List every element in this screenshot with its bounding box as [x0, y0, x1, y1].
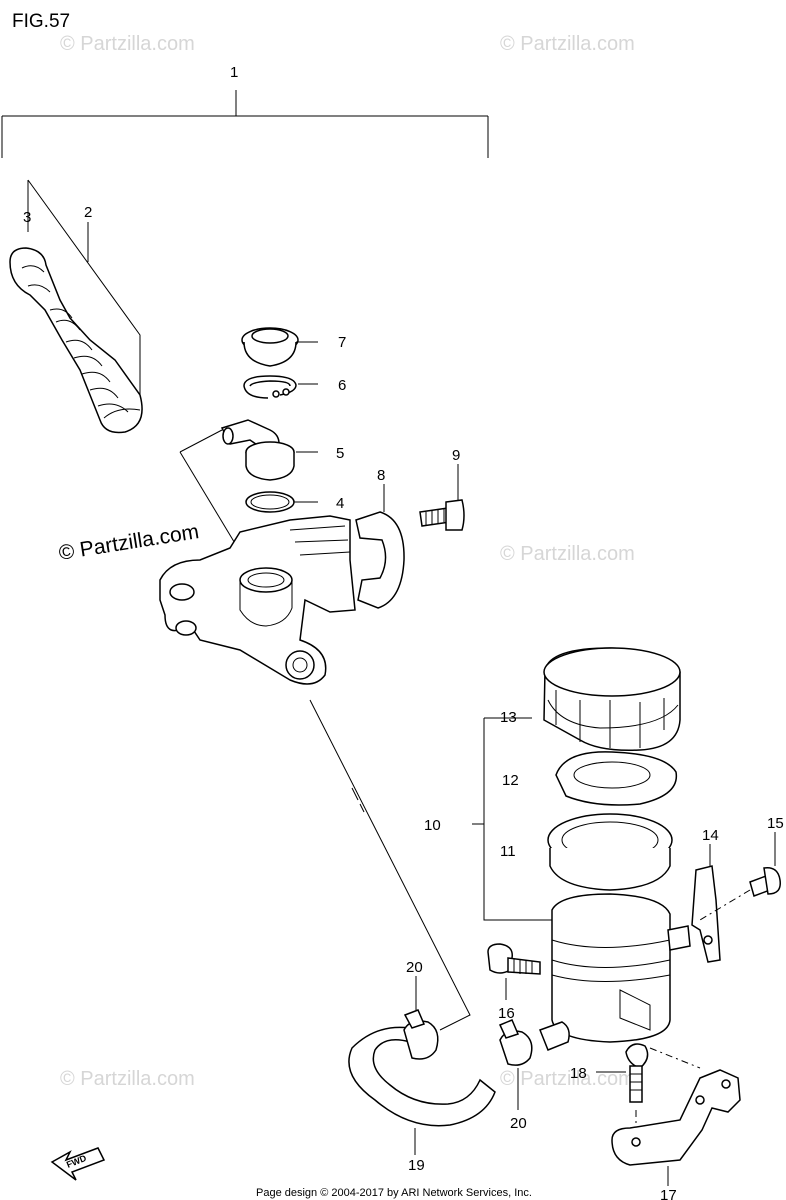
- callout-10: 10: [424, 817, 441, 834]
- elbow-fitting-5[interactable]: [179, 419, 318, 481]
- bolt-9[interactable]: [419, 464, 465, 531]
- callout-11: 11: [500, 843, 516, 860]
- hose-clip-20-left[interactable]: [403, 976, 439, 1060]
- callout-3: 3: [23, 209, 31, 226]
- callout-14: 14: [702, 827, 719, 844]
- bracket-14[interactable]: [691, 844, 721, 963]
- callout-20-left: 20: [406, 959, 423, 976]
- diaphragm-11[interactable]: [547, 813, 673, 891]
- watermark: © Partzilla.com: [60, 33, 195, 55]
- callout-9: 9: [452, 447, 460, 464]
- watermark: © Partzilla.com: [500, 33, 635, 55]
- hose-19[interactable]: [348, 1026, 496, 1155]
- piston-assembly[interactable]: [9, 179, 143, 434]
- diaphragm-plate-12[interactable]: [555, 751, 678, 806]
- hose-guide-line: [309, 699, 471, 1031]
- callout-6: 6: [338, 377, 346, 394]
- callout-15: 15: [767, 815, 784, 832]
- footer-copyright: Page design © 2004-2017 by ARI Network S…: [256, 1187, 532, 1199]
- callout-4: 4: [336, 495, 344, 512]
- cap-7[interactable]: [241, 327, 318, 367]
- fwd-arrow-icon: FWD: [50, 1147, 106, 1181]
- reservoir-cap-13[interactable]: [543, 647, 681, 752]
- watermarks: © Partzilla.com © Partzilla.com © Partzi…: [60, 33, 635, 1090]
- callout-17: 17: [660, 1187, 677, 1200]
- circlip-6[interactable]: [243, 375, 318, 399]
- callout-7: 7: [338, 334, 346, 351]
- callout-16: 16: [498, 1005, 515, 1022]
- bolt-18[interactable]: [596, 1043, 701, 1140]
- watermark: © Partzilla.com: [60, 1068, 195, 1090]
- hose-connector[interactable]: [539, 1021, 570, 1051]
- callout-5: 5: [336, 445, 344, 462]
- callout-labels: 1 2 3 4 5 6 7 8 9 10 11 12 13 14 15 16 1…: [23, 64, 784, 1200]
- hose-clip-20-right[interactable]: [498, 1019, 533, 1110]
- callout-12: 12: [502, 772, 519, 789]
- watermark: © Partzilla.com: [500, 1068, 635, 1090]
- watermark: © Partzilla.com: [500, 543, 635, 565]
- callout-8: 8: [377, 467, 385, 484]
- bolt-16[interactable]: [487, 943, 541, 1000]
- leader-mark: [351, 787, 365, 813]
- reservoir-tank-10[interactable]: [472, 717, 691, 1043]
- bolt-15[interactable]: [699, 832, 781, 921]
- clamp-8[interactable]: [355, 484, 405, 609]
- callout-1: 1: [230, 64, 238, 81]
- master-cylinder-body[interactable]: [159, 451, 356, 685]
- bracket-17[interactable]: [611, 1069, 741, 1186]
- callout-19: 19: [408, 1157, 425, 1174]
- callout-1-bracket: [1, 90, 489, 158]
- callout-18: 18: [570, 1065, 587, 1082]
- callout-13: 13: [500, 709, 517, 726]
- callout-2: 2: [84, 204, 92, 221]
- o-ring-4[interactable]: [245, 491, 318, 513]
- callout-20-right: 20: [510, 1115, 527, 1132]
- main-watermark: © Partzilla.com: [57, 520, 200, 565]
- figure-label: FIG.57: [12, 11, 70, 32]
